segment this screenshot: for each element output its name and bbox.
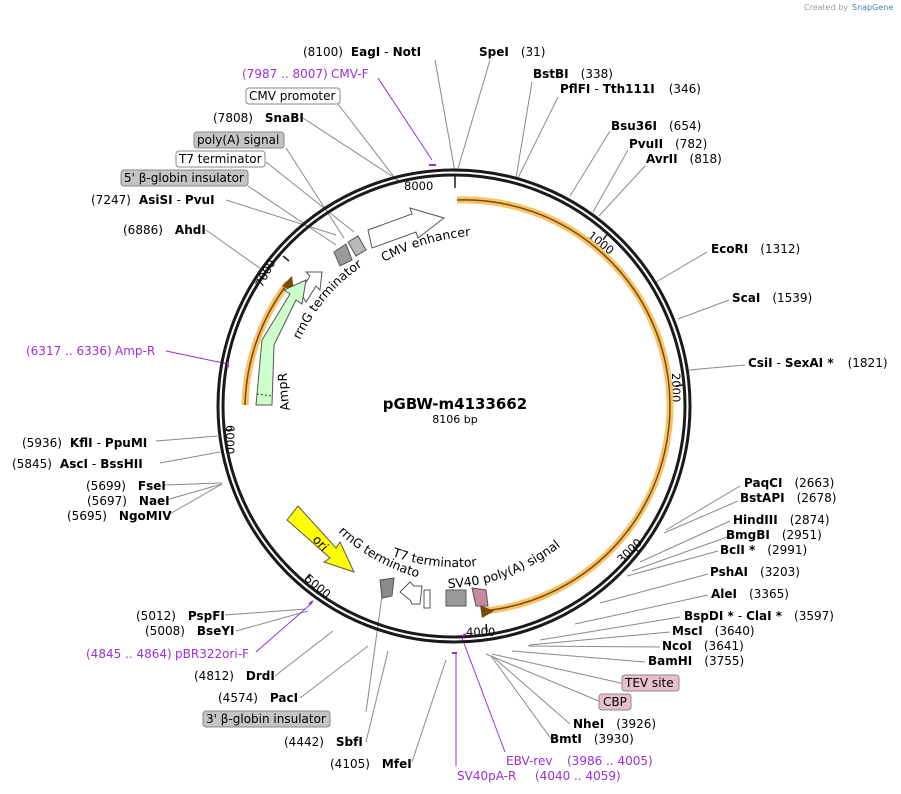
primer-leader-lines xyxy=(165,77,506,766)
enzyme-label: (5008)BseYI xyxy=(145,624,235,638)
snapgene-logo: SnapGene xyxy=(852,3,893,12)
enzyme-label: (5936)KflI-PpuMI xyxy=(22,436,147,450)
ampr-cut-mark xyxy=(256,393,273,397)
enzyme-label: (6886)AhdI xyxy=(123,223,206,237)
primer-ampr-name: Amp-R xyxy=(115,344,155,358)
boxed-features: CMV promoter poly(A) signal T7 terminato… xyxy=(120,87,680,728)
enzyme-label: PvuII(782) xyxy=(629,137,707,151)
poly-a-label: poly(A) signal xyxy=(197,133,279,147)
globin5-label: 5' β-globin insulator xyxy=(124,171,244,185)
plasmid-name: pGBW-m4133662 xyxy=(383,395,527,413)
poly-a-signal-box xyxy=(333,243,353,267)
enzyme-label: (7247)AsiSI-PvuI xyxy=(91,193,215,207)
enzyme-label: NheI(3926) xyxy=(573,717,656,731)
enzyme-leader-lines xyxy=(155,59,746,763)
primer-marks xyxy=(227,164,467,654)
primer-pbr-range: (4845 .. 4864) xyxy=(86,647,172,661)
enzyme-label: BmtI(3930) xyxy=(550,732,634,746)
enzyme-label: (4442)SbfI xyxy=(284,735,363,749)
t7-terminator-bottom-arrow xyxy=(399,581,423,605)
orf-arrow-right xyxy=(480,605,494,618)
primer-labels: (7987 .. 8007) CMV-F (6317 .. 6336) Amp-… xyxy=(26,67,653,783)
enzyme-label: BclI *(2991) xyxy=(720,543,807,557)
enzyme-label: (5012)PspFI xyxy=(136,609,225,623)
ampr-label: AmpR xyxy=(275,372,293,412)
enzyme-label: AvrII(818) xyxy=(646,152,722,166)
tick-8000: 8000 xyxy=(404,179,433,193)
inner-features xyxy=(255,207,489,609)
globin3-label: 3' β-globin insulator xyxy=(206,712,326,726)
enzyme-label: (4812)DrdI xyxy=(194,669,275,683)
tev-site-box xyxy=(621,674,680,692)
cmv-promoter-box xyxy=(245,87,341,105)
backbone-outer xyxy=(216,168,692,644)
cmv-promoter-label: CMV promoter xyxy=(249,89,336,103)
cbp-marker xyxy=(471,587,489,607)
rrng-bottom-label: rrnG terminator xyxy=(0,0,421,580)
enzyme-label: (4574)PacI xyxy=(218,691,298,705)
primer-cmvf-range: (7987 .. 8007) xyxy=(242,67,328,81)
primer-sv40-name: SV40pA-R xyxy=(457,769,516,783)
cbp-box xyxy=(598,693,632,711)
tick-7000: 7000 xyxy=(252,257,278,289)
primer-ebv-name: EBV-rev xyxy=(506,754,552,768)
enzyme-label: NcoI(3641) xyxy=(662,639,744,653)
orf-line-left xyxy=(244,282,289,406)
orf-line-right xyxy=(456,199,671,612)
cbp-label: CBP xyxy=(603,695,627,709)
credit-text: Created by xyxy=(804,3,848,12)
t7-terminator-small xyxy=(423,589,431,609)
t7-top-label: T7 terminator xyxy=(178,152,262,166)
t7-top-box xyxy=(175,150,266,168)
rrng-terminator-top-arrow xyxy=(299,271,323,303)
primer-ebv-range: (3986 .. 4005) xyxy=(567,754,653,768)
tick-6000: 6000 xyxy=(223,425,237,454)
enzyme-label: (5845)AscI-BssHII xyxy=(12,457,143,471)
sv40-box xyxy=(445,589,467,607)
cmv-enhancer-arrow xyxy=(367,207,446,249)
enzyme-label: (8100)EagI-NotI xyxy=(303,45,421,59)
enzyme-label: MscI(3640) xyxy=(672,624,755,638)
globin3-box xyxy=(202,710,331,728)
tev-site-label: TEV site xyxy=(624,676,674,690)
enzyme-label: HindIII(2874) xyxy=(733,513,830,527)
plasmid-size: 8106 bp xyxy=(432,413,477,426)
primer-ampr-range: (6317 .. 6336) xyxy=(26,344,112,358)
primer-pbr-name: pBR322ori-F xyxy=(175,647,249,661)
backbone-inner xyxy=(221,173,687,639)
enzyme-label: (7808)SnaBI xyxy=(213,111,304,125)
enzyme-label: CsiI-SexAI *(1821) xyxy=(748,356,888,370)
enzyme-label: BmgBI(2951) xyxy=(726,528,822,542)
poly-a-box xyxy=(193,131,285,149)
enzyme-labels: (8100)EagI-NotI SpeI(31) BstBI(338) PflF… xyxy=(12,45,888,771)
globin5-box xyxy=(120,169,249,187)
enzyme-label: EcoRI(1312) xyxy=(711,242,800,256)
primer-cmvf-name: CMV-F xyxy=(331,67,369,81)
enzyme-label: (5697)NaeI xyxy=(87,494,170,508)
tick-5000: 5000 xyxy=(302,572,333,602)
enzyme-label: (5695)NgoMIV xyxy=(67,509,172,523)
ori-arrow xyxy=(286,505,355,573)
enzyme-label: AleI(3365) xyxy=(711,587,789,601)
enzyme-label: PshAI(3203) xyxy=(710,565,800,579)
enzyme-label: PflFI-Tth111I(346) xyxy=(560,82,701,96)
rrng-terminator-bottom-box xyxy=(379,577,395,599)
ampr-arrow xyxy=(255,279,307,406)
primer-sv40-range: (4040 .. 4059) xyxy=(535,769,621,783)
enzyme-label: SpeI(31) xyxy=(479,45,545,59)
tick-4000: 4000 xyxy=(466,625,495,639)
enzyme-label: BamHI(3755) xyxy=(648,654,744,668)
enzyme-label: BstAPI(2678) xyxy=(740,491,836,505)
enzyme-label: (5699)FseI xyxy=(86,479,166,493)
enzyme-label: Bsu36I(654) xyxy=(611,119,701,133)
enzyme-label: BspDI *-ClaI *(3597) xyxy=(684,609,834,623)
t7-terminator-top-box xyxy=(347,235,367,257)
enzyme-label: (4105)MfeI xyxy=(330,757,412,771)
enzyme-label: BstBI(338) xyxy=(533,67,613,81)
enzyme-label: PaqCI(2663) xyxy=(744,476,834,490)
ticks xyxy=(225,175,684,633)
enzyme-label: ScaI(1539) xyxy=(732,291,812,305)
